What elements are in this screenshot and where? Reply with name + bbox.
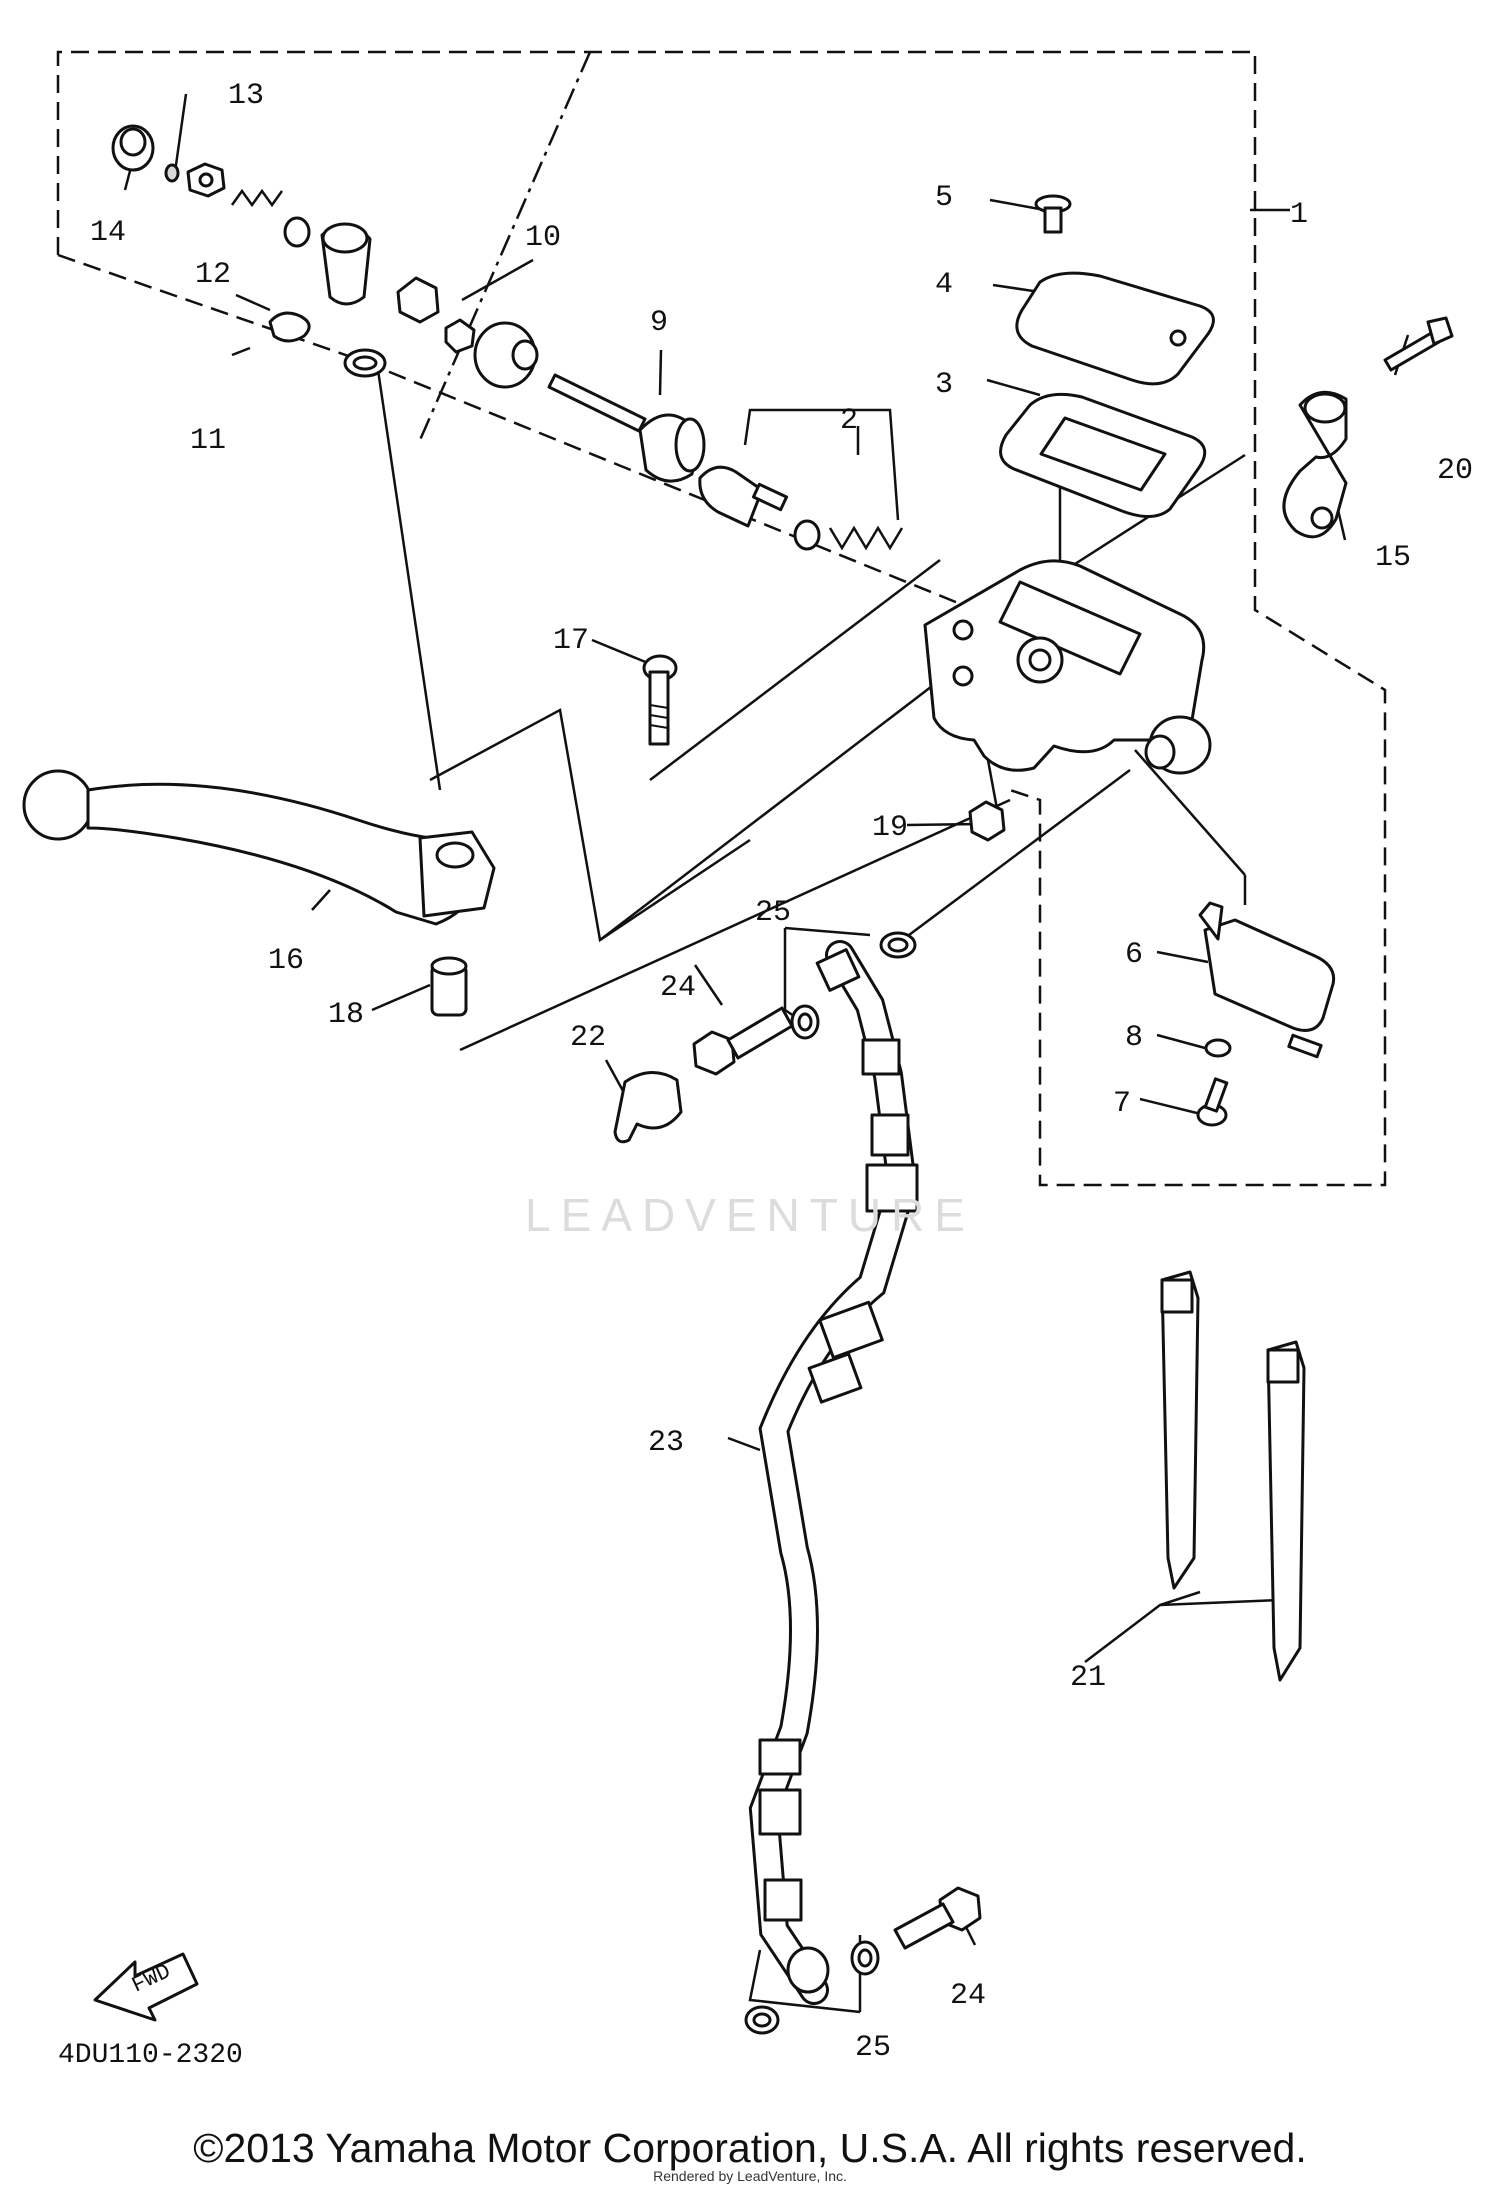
assembly-boundary-11 bbox=[57, 51, 1001, 622]
part-10-nut bbox=[396, 276, 539, 389]
part-3-diaphragm bbox=[999, 392, 1207, 518]
part-16-brake-lever bbox=[22, 769, 496, 926]
part-21-cable-ties bbox=[1160, 1270, 1306, 1682]
part-24-union-bolt bbox=[692, 1006, 982, 1950]
part-8-washer bbox=[1204, 1038, 1232, 1058]
callout-17: 17 bbox=[553, 624, 589, 658]
callout-12: 12 bbox=[195, 258, 231, 292]
callout-13: 13 bbox=[228, 79, 264, 113]
part-5-screw bbox=[1034, 194, 1072, 234]
part-17-bolt bbox=[642, 654, 678, 746]
callout-labels: 1 2 3 4 5 6 7 8 9 10 11 12 13 14 15 16 1… bbox=[90, 79, 1473, 2065]
callout-21: 21 bbox=[1070, 1661, 1106, 1695]
callout-6: 6 bbox=[1125, 938, 1143, 972]
part-6-brake-switch bbox=[1198, 901, 1336, 1059]
callout-22: 22 bbox=[570, 1021, 606, 1055]
part-7-screw bbox=[1196, 1077, 1229, 1127]
master-cylinder-body bbox=[923, 559, 1212, 775]
callout-24-top: 24 bbox=[660, 971, 696, 1005]
part-9-push-rod bbox=[547, 373, 706, 483]
callout-10: 10 bbox=[525, 221, 561, 255]
part-22-guide bbox=[613, 1071, 683, 1144]
part-12-clip bbox=[268, 311, 311, 343]
pivot-pin bbox=[320, 222, 387, 378]
callout-2: 2 bbox=[840, 404, 858, 438]
callout-3: 3 bbox=[935, 368, 953, 402]
part-14-cap bbox=[111, 124, 155, 172]
callout-14: 14 bbox=[90, 216, 126, 250]
callout-1: 1 bbox=[1290, 198, 1308, 232]
part-18-collar bbox=[430, 956, 468, 1017]
part-19-nut bbox=[968, 800, 1006, 842]
callout-8: 8 bbox=[1125, 1021, 1143, 1055]
callout-5: 5 bbox=[935, 181, 953, 215]
callout-18: 18 bbox=[328, 998, 364, 1032]
callout-16: 16 bbox=[268, 944, 304, 978]
part-15-clamp bbox=[1282, 390, 1348, 539]
part-25-washers bbox=[744, 931, 917, 2035]
fwd-arrow-icon: FWD bbox=[93, 1952, 199, 2022]
part-4-reservoir-cap bbox=[1015, 271, 1215, 386]
callout-19: 19 bbox=[872, 811, 908, 845]
callout-23: 23 bbox=[648, 1426, 684, 1460]
copyright-notice: ©2013 Yamaha Motor Corporation, U.S.A. A… bbox=[193, 2125, 1307, 2171]
assembly-boundary-1 bbox=[56, 50, 1387, 1187]
diagram-code: 4DU110-2320 bbox=[58, 2040, 243, 2071]
callout-9: 9 bbox=[650, 306, 668, 340]
callout-15: 15 bbox=[1375, 541, 1411, 575]
callout-20: 20 bbox=[1437, 454, 1473, 488]
part-13-adjuster bbox=[164, 162, 311, 248]
part-20-bolt bbox=[1383, 316, 1454, 372]
rendered-by-note: Rendered by LeadVenture, Inc. bbox=[653, 2168, 847, 2184]
callout-4: 4 bbox=[935, 268, 953, 302]
part-2-piston-kit bbox=[698, 465, 904, 551]
callout-24-bottom: 24 bbox=[950, 1979, 986, 2013]
callout-25-bottom: 25 bbox=[855, 2031, 891, 2065]
callout-7: 7 bbox=[1113, 1087, 1131, 1121]
part-23-brake-hose bbox=[748, 940, 919, 2005]
callout-11: 11 bbox=[190, 424, 226, 458]
callout-25-top: 25 bbox=[755, 896, 791, 930]
watermark: LEADVENTURE bbox=[525, 1189, 975, 1241]
